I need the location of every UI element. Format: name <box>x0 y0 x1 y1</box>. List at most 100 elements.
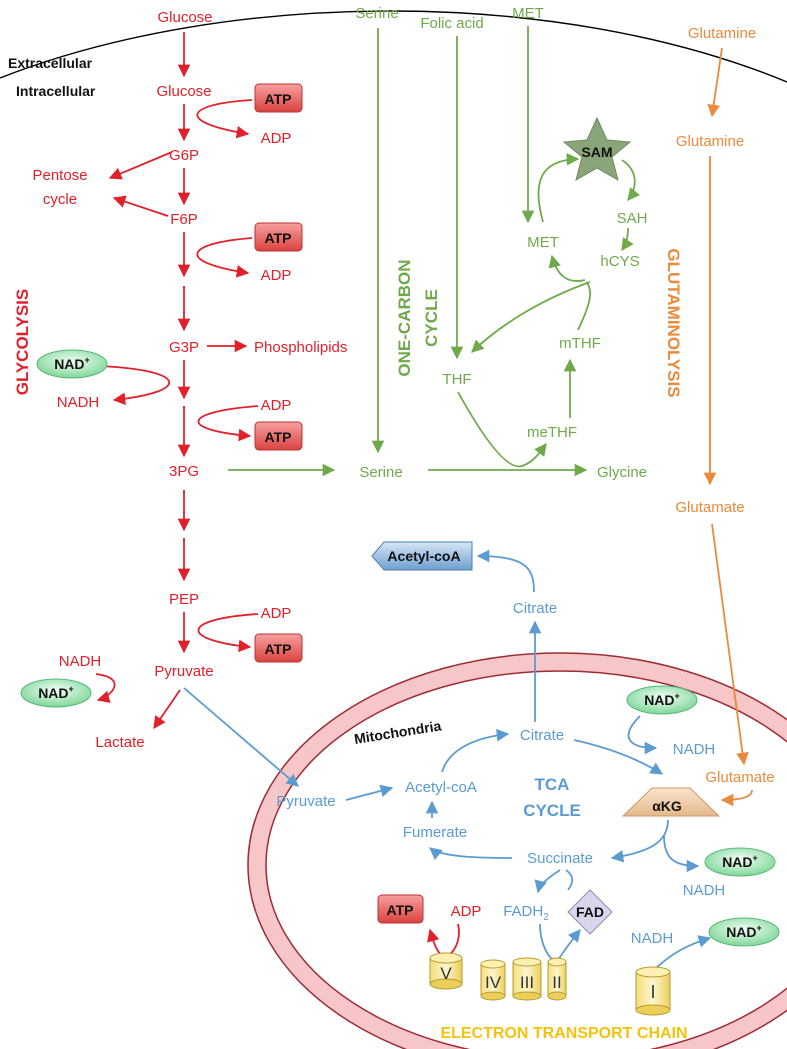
svg-text:NAD+: NAD+ <box>38 684 74 701</box>
glycolysis-title: GLYCOLYSIS <box>13 289 32 395</box>
adp-4: ADP <box>261 605 292 622</box>
arrow-fad-succinate <box>565 869 574 891</box>
citrate-cyto: Citrate <box>513 600 557 617</box>
arrow-glutamate-akg <box>720 789 753 807</box>
sam-star: SAM <box>562 116 632 182</box>
svg-text:FAD: FAD <box>576 904 604 920</box>
adp-1: ADP <box>261 130 292 147</box>
folic-acid-label: Folic acid <box>420 15 483 32</box>
arrow-nad-nadh-glyc <box>97 365 170 406</box>
arrow-sah-hcys <box>621 227 634 252</box>
arrow-glutamate-mito <box>711 523 749 766</box>
arrow-met-sam <box>537 153 580 223</box>
fad-diamond: FAD <box>567 889 613 935</box>
svg-text:IV: IV <box>485 973 502 992</box>
line-mthf-hcys <box>577 281 592 331</box>
etc-title: ELECTRON TRANSPORT CHAIN <box>440 1025 687 1042</box>
pyruvate-cyto: Pyruvate <box>154 663 213 680</box>
glutamine-extracellular: Glutamine <box>688 25 756 42</box>
arrow-pyruvate-lactate <box>153 689 181 730</box>
svg-text:III: III <box>520 973 534 992</box>
adp-2: ADP <box>261 267 292 284</box>
succinate-label: Succinate <box>527 850 593 867</box>
fumerate-label: Fumerate <box>403 824 467 841</box>
svg-text:ATP: ATP <box>265 641 292 657</box>
arrow-glutamine-import <box>707 47 723 118</box>
nad-pill-tca2: NAD+ <box>704 847 776 877</box>
arrow-nad-nadh-tca2 <box>663 835 700 873</box>
nad-pill-complex1: NAD+ <box>708 917 780 947</box>
methf-label: meTHF <box>527 424 577 441</box>
glucose-extracellular: Glucose <box>157 9 212 26</box>
atp-badge-mito: ATP <box>377 894 424 924</box>
svg-text:V: V <box>440 964 452 983</box>
svg-text:NAD+: NAD+ <box>722 853 758 870</box>
pentose-line2: cycle <box>43 191 77 208</box>
complex-ii: II <box>547 957 567 1001</box>
fadh2-label: FADH2 <box>503 903 549 923</box>
arrow-nad-nadh-tca1 <box>627 715 658 755</box>
svg-text:Acetyl-coA: Acetyl-coA <box>387 548 460 564</box>
one-carbon-title-1: ONE-CARBON <box>395 259 414 376</box>
nadh-lactate: NADH <box>59 653 102 670</box>
arrow-nadh-nad-lactate <box>95 673 116 703</box>
arrow-g6p-pentose <box>108 151 173 180</box>
arrow-thf-methf <box>457 391 547 468</box>
citrate-mito: Citrate <box>520 727 564 744</box>
acetyl-coa-mito: Acetyl-coA <box>405 779 477 796</box>
svg-text:ATP: ATP <box>265 91 292 107</box>
serine-extracellular: Serine <box>355 5 398 22</box>
svg-text:II: II <box>552 973 561 992</box>
g6p-label: G6P <box>169 147 199 164</box>
thf-label: THF <box>442 371 471 388</box>
arrow-succinate-fumerate <box>429 847 513 860</box>
arrow-hcys-thf <box>471 281 591 353</box>
extracellular-label: Extracellular <box>8 55 93 71</box>
arrow-akg-succinate <box>610 819 669 863</box>
svg-text:NAD+: NAD+ <box>644 691 680 708</box>
arrow-adp-atp-4 <box>197 613 259 653</box>
arrow-pyruvate-import <box>183 687 299 787</box>
one-carbon-title-2: CYCLE <box>422 289 441 347</box>
glutamate-cyto: Glutamate <box>675 499 744 516</box>
arrow-citrate-acetylcoa-out <box>476 549 535 593</box>
tca-title-1: TCA <box>535 775 570 794</box>
nad-pill-lactate: NAD+ <box>20 678 92 708</box>
glutaminolysis-title: GLUTAMINOLYSIS <box>664 248 683 397</box>
svg-text:NAD+: NAD+ <box>726 923 762 940</box>
acetyl-coa-arrow-badge: Acetyl-coA <box>371 541 473 571</box>
nadh-glyc: NADH <box>57 394 100 411</box>
glycine-label: Glycine <box>597 464 647 481</box>
phospholipids-label: Phospholipids <box>254 339 347 356</box>
arrow-acetylcoa-citrate <box>441 728 510 773</box>
complex-iv: IV <box>480 959 506 1001</box>
atp-badge-2: ATP <box>254 222 303 252</box>
serine-intracellular: Serine <box>359 464 402 481</box>
svg-text:I: I <box>650 982 655 1002</box>
pep-label: PEP <box>169 591 199 608</box>
pyruvate-mito: Pyruvate <box>276 793 335 810</box>
arrow-complex2-fad <box>557 929 581 961</box>
mthf-label: mTHF <box>559 335 601 352</box>
nad-pill-glyc: NAD+ <box>36 349 108 379</box>
hcys-label: hCYS <box>600 253 639 270</box>
nadh-tca1: NADH <box>673 741 716 758</box>
glucose-intracellular: Glucose <box>156 83 211 100</box>
sah-label: SAH <box>617 210 648 227</box>
arrow-atp-adp-2 <box>196 237 253 278</box>
svg-text:NAD+: NAD+ <box>54 355 90 372</box>
nadh-tca2: NADH <box>683 882 726 899</box>
nadh-complex1: NADH <box>631 930 674 947</box>
svg-text:αKG: αKG <box>652 798 682 814</box>
arrow-succinate-fadh2 <box>534 869 561 894</box>
atp-badge-3: ATP <box>254 421 303 451</box>
atp-badge-1: ATP <box>254 83 303 113</box>
arrow-hcys-met <box>548 254 586 282</box>
svg-text:SAM: SAM <box>581 144 612 160</box>
glutamate-mito: Glutamate <box>705 769 774 786</box>
arrow-sam-sah <box>621 159 641 201</box>
met-extracellular: MET <box>512 5 544 22</box>
adp-3: ADP <box>261 397 292 414</box>
pentose-line1: Pentose <box>32 167 87 184</box>
